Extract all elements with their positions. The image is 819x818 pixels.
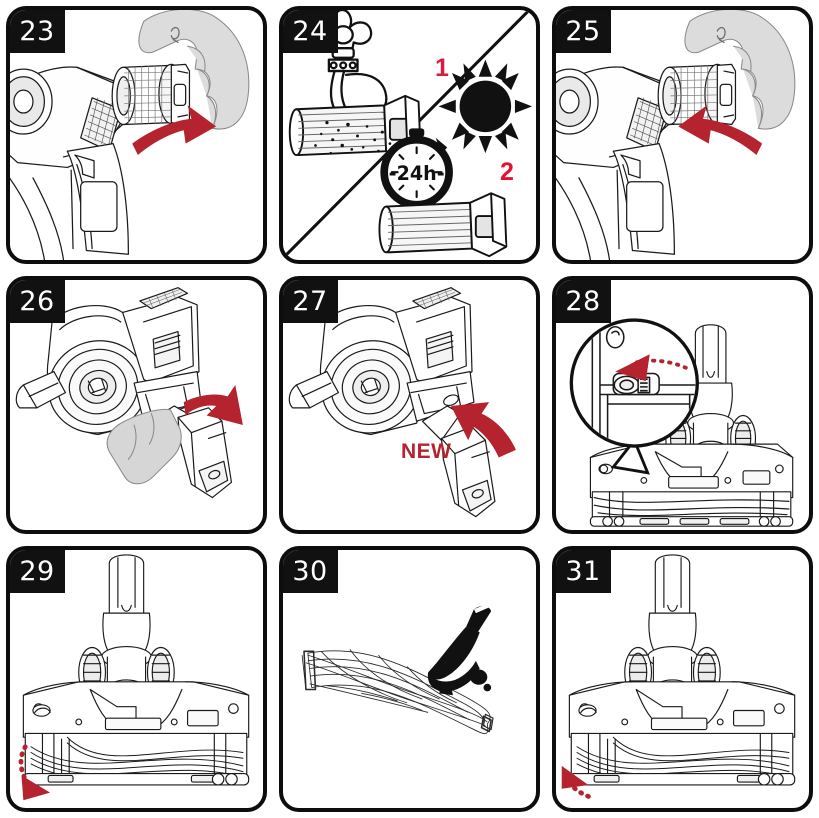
panel-frame: 29 (6, 546, 267, 812)
panel-25: 25 (546, 0, 819, 270)
panel-number: 24 (292, 15, 328, 47)
step-1-label: 1 (435, 54, 449, 82)
panel-number-badge: 27 (283, 280, 338, 323)
illustration-wash-and-dry-filter: -24h- (283, 10, 536, 260)
illustration-install-new-battery (283, 280, 536, 530)
panel-frame: 27 (279, 276, 540, 534)
sun-icon (438, 59, 533, 154)
panel-frame: 30 (279, 546, 540, 812)
illustration-remove-battery (10, 280, 263, 530)
illustration-unlock-brushbar (556, 280, 809, 530)
panel-number: 30 (292, 555, 328, 587)
panel-29: 29 (0, 540, 273, 818)
illustration-remove-filter (10, 10, 263, 260)
panel-30: 30 (273, 540, 546, 818)
panel-number: 31 (565, 555, 601, 587)
panel-number: 25 (565, 15, 601, 47)
arrow-down-right-icon (183, 384, 243, 426)
water-droplets-icon (314, 120, 392, 155)
rotation-arrow-icon (615, 354, 688, 382)
panel-27: 27 (273, 270, 546, 540)
panel-number: 28 (565, 285, 601, 317)
panel-number-badge: 28 (556, 280, 611, 323)
panel-frame: 28 (552, 276, 813, 534)
panel-24: 24 (273, 0, 546, 270)
stopwatch-duration-label: -24h- (389, 163, 445, 185)
arrow-up-right-icon (451, 402, 516, 458)
panel-number-badge: 30 (283, 550, 338, 593)
brush-bar-icon (301, 649, 494, 735)
panel-number-badge: 25 (556, 10, 611, 53)
panel-frame: 24 (279, 6, 540, 264)
panel-frame: 31 (552, 546, 813, 812)
stopwatch-icon: -24h- (380, 128, 453, 209)
new-part-label: NEW (401, 440, 452, 463)
panel-frame: 25 (552, 6, 813, 264)
panel-frame: 26 (6, 276, 267, 534)
panel-28: 28 (546, 270, 819, 540)
arrow-right-icon (132, 105, 217, 156)
panel-number-badge: 24 (283, 10, 338, 53)
illustration-refit-filter (556, 10, 809, 260)
panel-number-badge: 26 (10, 280, 65, 323)
arrow-left-icon (678, 105, 763, 156)
cleaning-brush-icon (427, 603, 492, 696)
panel-number: 23 (19, 15, 55, 47)
curved-arrow-down-left-icon (18, 744, 51, 801)
panel-number: 26 (19, 285, 55, 317)
magnifier-callout-icon (569, 318, 699, 475)
panel-number: 27 (292, 285, 328, 317)
panel-number-badge: 29 (10, 550, 65, 593)
panel-31: 31 (546, 540, 819, 818)
panel-number-badge: 31 (556, 550, 611, 593)
illustration-refit-brushbar (556, 550, 809, 808)
curved-arrow-up-left-icon (561, 765, 591, 799)
panel-number-badge: 23 (10, 10, 65, 53)
panel-frame: 23 (6, 6, 267, 264)
step-2-label: 2 (500, 158, 514, 186)
illustration-clean-brushbar (283, 550, 536, 808)
illustration-release-brushbar (10, 550, 263, 808)
panel-26: 26 (0, 270, 273, 540)
panel-number: 29 (19, 555, 55, 587)
panel-23: 23 (0, 0, 273, 270)
